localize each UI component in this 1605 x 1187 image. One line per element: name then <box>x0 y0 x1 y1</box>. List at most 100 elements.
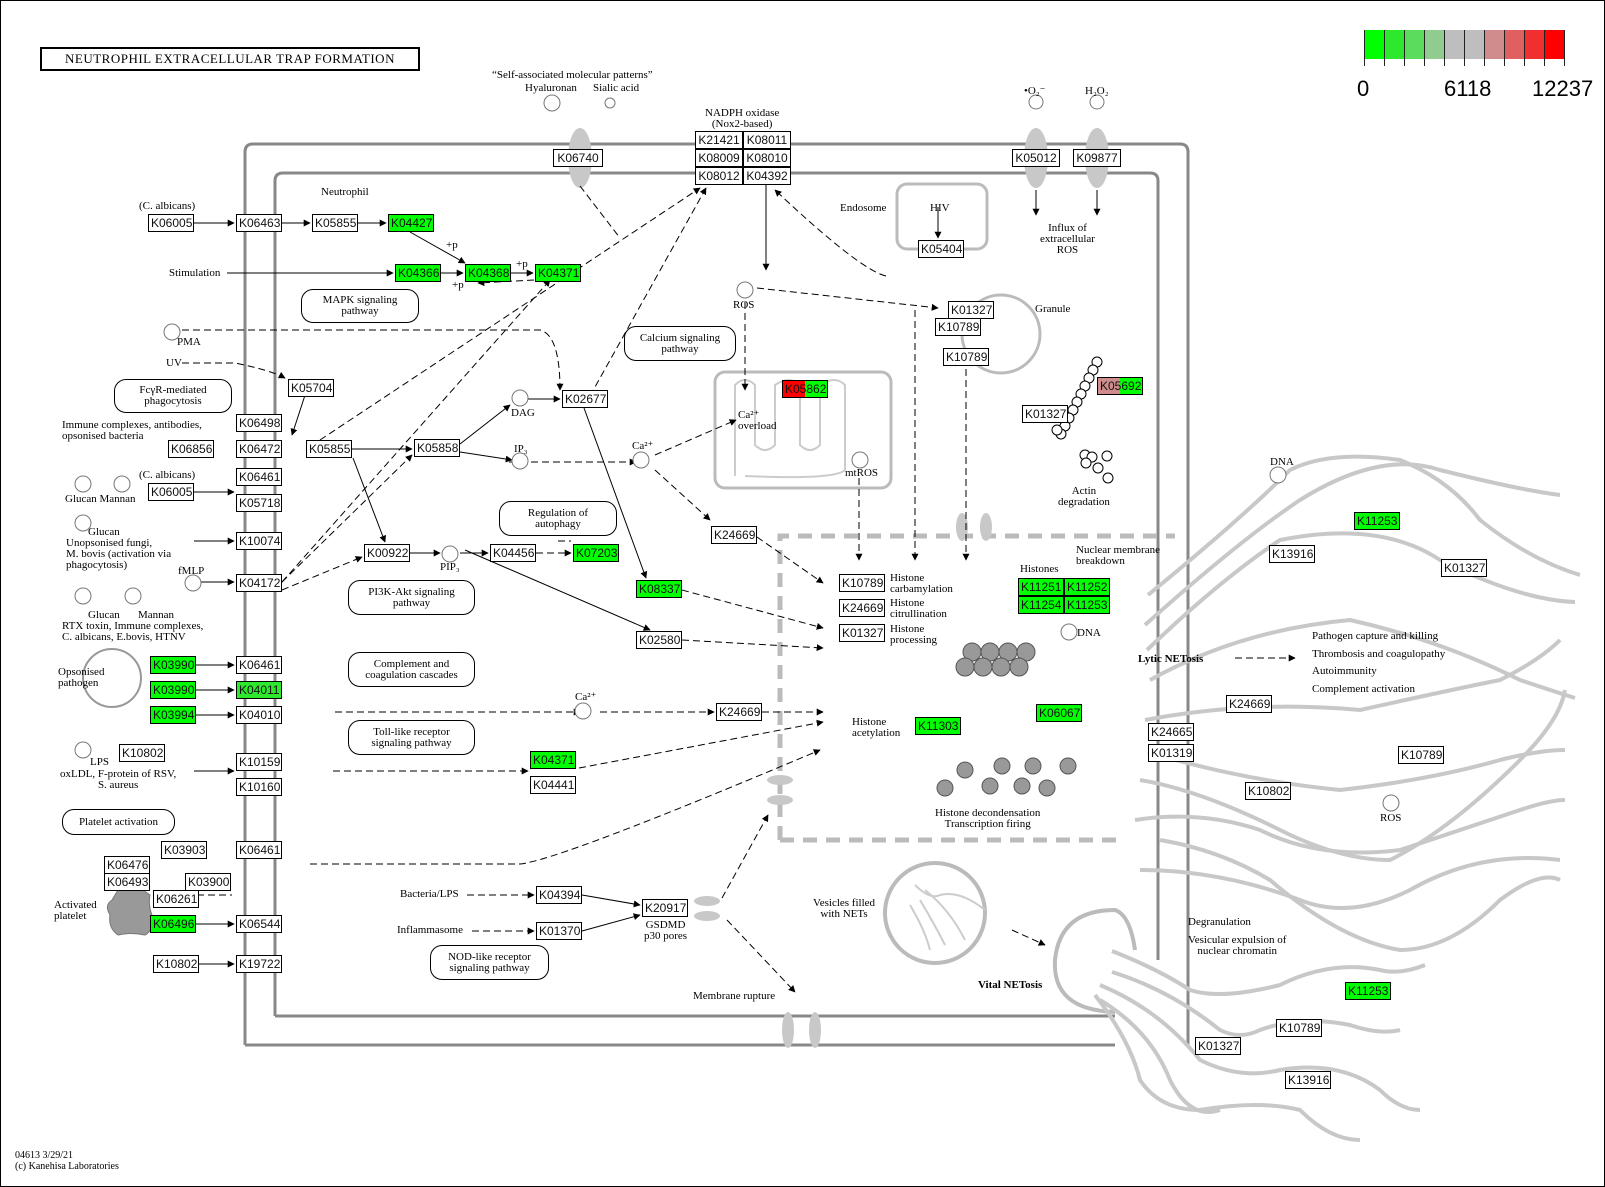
gene-node-k03990[interactable]: K03990 <box>150 681 196 699</box>
gene-node-k24669[interactable]: K24669 <box>716 703 762 721</box>
gene-node-k24669[interactable]: K24669 <box>1226 695 1272 713</box>
gene-node-k03990[interactable]: K03990 <box>150 656 196 674</box>
gene-node-k06461[interactable]: K06461 <box>236 468 282 486</box>
gene-node-k06476[interactable]: K06476 <box>104 856 150 874</box>
gene-node-k05718[interactable]: K05718 <box>236 494 282 512</box>
label-membrane-rupture: Membrane rupture <box>693 990 776 1002</box>
pathway-link-platelet[interactable]: Platelet activation <box>62 809 175 835</box>
gene-node-k06461[interactable]: K06461 <box>236 841 282 859</box>
gene-node-k11251[interactable]: K11251 <box>1018 578 1064 596</box>
gene-node-k24669[interactable]: K24669 <box>839 599 885 617</box>
gene-node-k04010[interactable]: K04010 <box>236 706 282 724</box>
gene-node-k01327[interactable]: K01327 <box>948 301 994 319</box>
gene-node-k05704[interactable]: K05704 <box>288 379 334 397</box>
gene-node-k11254[interactable]: K11254 <box>1018 596 1064 614</box>
gene-node-k11253[interactable]: K11253 <box>1064 596 1110 614</box>
gene-node-k06067[interactable]: K06067 <box>1036 704 1082 722</box>
gene-node-k06856[interactable]: K06856 <box>168 440 214 458</box>
gene-node-k20917[interactable]: K20917 <box>642 899 688 917</box>
gene-node-k01370[interactable]: K01370 <box>536 922 582 940</box>
pathway-link-fcgr[interactable]: FcγR-mediated phagocytosis <box>114 379 232 413</box>
pathway-link-mapk[interactable]: MAPK signaling pathway <box>301 289 419 323</box>
gene-node-k06472[interactable]: K06472 <box>236 440 282 458</box>
gene-node-k11303[interactable]: K11303 <box>915 717 961 735</box>
gene-node-k08011[interactable]: K08011 <box>743 131 791 149</box>
gene-node-k03903[interactable]: K03903 <box>161 841 207 859</box>
gene-node-k02580[interactable]: K02580 <box>636 631 682 649</box>
gene-node-k05012[interactable]: K05012 <box>1012 149 1060 167</box>
gene-node-k08337[interactable]: K08337 <box>636 580 682 598</box>
gene-node-k02677[interactable]: K02677 <box>562 390 608 408</box>
gene-node-k05862[interactable]: K05862 <box>782 380 828 398</box>
gene-node-k10789[interactable]: K10789 <box>839 574 885 592</box>
gene-node-k04368[interactable]: K04368 <box>465 264 511 282</box>
gene-node-k04427[interactable]: K04427 <box>388 214 434 232</box>
gene-node-k05855[interactable]: K05855 <box>312 214 358 232</box>
pathway-link-pi3k-akt[interactable]: PI3K-Akt signaling pathway <box>348 580 475 615</box>
gene-node-k13916[interactable]: K13916 <box>1285 1071 1331 1089</box>
gene-node-k19722[interactable]: K19722 <box>236 955 282 973</box>
gene-node-k24669[interactable]: K24669 <box>711 526 757 544</box>
gene-node-k06261[interactable]: K06261 <box>153 890 199 908</box>
gene-node-k10074[interactable]: K10074 <box>236 532 282 550</box>
gene-node-k04441[interactable]: K04441 <box>530 776 576 794</box>
label-unopsonised: Unopsonised fungi, M. bovis (activation … <box>66 537 172 571</box>
gene-node-k21421[interactable]: K21421 <box>695 131 743 149</box>
gene-node-k06461[interactable]: K06461 <box>236 656 282 674</box>
gene-node-k04011[interactable]: K04011 <box>236 681 282 699</box>
gene-node-k06463[interactable]: K06463 <box>236 214 282 232</box>
gene-node-k08010[interactable]: K08010 <box>743 149 791 167</box>
pathway-link-complement[interactable]: Complement and coagulation cascades <box>348 652 475 687</box>
gene-node-k11253[interactable]: K11253 <box>1345 982 1391 1000</box>
label-plus-p: +p <box>446 239 458 251</box>
pathway-link-toll-like[interactable]: Toll-like receptor signaling pathway <box>348 720 475 755</box>
gene-node-k10160[interactable]: K10160 <box>236 778 282 796</box>
gene-node-k04371[interactable]: K04371 <box>535 264 581 282</box>
gene-node-k01327[interactable]: K01327 <box>1022 405 1068 423</box>
gene-node-k10789[interactable]: K10789 <box>1276 1019 1322 1037</box>
gene-node-k10789[interactable]: K10789 <box>1398 746 1444 764</box>
gene-node-k09877[interactable]: K09877 <box>1073 149 1121 167</box>
gene-node-k05858[interactable]: K05858 <box>414 439 460 457</box>
gene-node-k03900[interactable]: K03900 <box>185 873 231 891</box>
gene-node-k01327[interactable]: K01327 <box>839 624 885 642</box>
gene-node-k08012[interactable]: K08012 <box>695 167 743 185</box>
gene-node-k10159[interactable]: K10159 <box>236 753 282 771</box>
pathway-link-calcium[interactable]: Calcium signaling pathway <box>624 326 736 361</box>
gene-node-k13916[interactable]: K13916 <box>1269 545 1315 563</box>
gene-node-k10802[interactable]: K10802 <box>1245 782 1291 800</box>
gene-node-k06005[interactable]: K06005 <box>148 214 194 232</box>
pathway-link-nod-like[interactable]: NOD-like receptor signaling pathway <box>430 945 549 980</box>
gene-node-k01327[interactable]: K01327 <box>1441 559 1487 577</box>
gene-node-k03994[interactable]: K03994 <box>150 706 196 724</box>
gene-node-k04456[interactable]: K04456 <box>490 544 536 562</box>
gene-node-k06005[interactable]: K06005 <box>148 483 194 501</box>
gene-node-k10802[interactable]: K10802 <box>153 955 199 973</box>
gene-node-k04366[interactable]: K04366 <box>395 264 441 282</box>
gene-node-k10802[interactable]: K10802 <box>119 744 165 762</box>
gene-node-k06544[interactable]: K06544 <box>236 915 282 933</box>
gene-node-k06498[interactable]: K06498 <box>236 414 282 432</box>
label-c-albicans-1: (C. albicans) <box>139 200 196 212</box>
gene-node-k11252[interactable]: K11252 <box>1064 578 1110 596</box>
gene-node-k04371[interactable]: K04371 <box>530 751 576 769</box>
gene-node-k01327[interactable]: K01327 <box>1195 1037 1241 1055</box>
gene-node-k10789[interactable]: K10789 <box>943 348 989 366</box>
gene-node-k24665[interactable]: K24665 <box>1148 723 1194 741</box>
gene-node-k06496[interactable]: K06496 <box>150 915 196 933</box>
gene-node-k06740[interactable]: K06740 <box>553 149 603 167</box>
gene-node-k05692[interactable]: K05692 <box>1097 377 1143 395</box>
pathway-link-autophagy[interactable]: Regulation of autophagy <box>499 501 617 536</box>
gene-node-k04172[interactable]: K04172 <box>236 574 282 592</box>
gene-node-k11253[interactable]: K11253 <box>1354 512 1400 530</box>
gene-node-k10789[interactable]: K10789 <box>935 318 981 336</box>
gene-node-k04392[interactable]: K04392 <box>743 167 791 185</box>
gene-node-k04394[interactable]: K04394 <box>536 886 582 904</box>
gene-node-k05404[interactable]: K05404 <box>918 240 964 258</box>
gene-node-k07203[interactable]: K07203 <box>573 544 619 562</box>
gene-node-k06493[interactable]: K06493 <box>104 873 150 891</box>
gene-node-k01319[interactable]: K01319 <box>1148 744 1194 762</box>
gene-node-k08009[interactable]: K08009 <box>695 149 743 167</box>
gene-node-k00922[interactable]: K00922 <box>364 544 410 562</box>
gene-node-k05855[interactable]: K05855 <box>306 440 352 458</box>
